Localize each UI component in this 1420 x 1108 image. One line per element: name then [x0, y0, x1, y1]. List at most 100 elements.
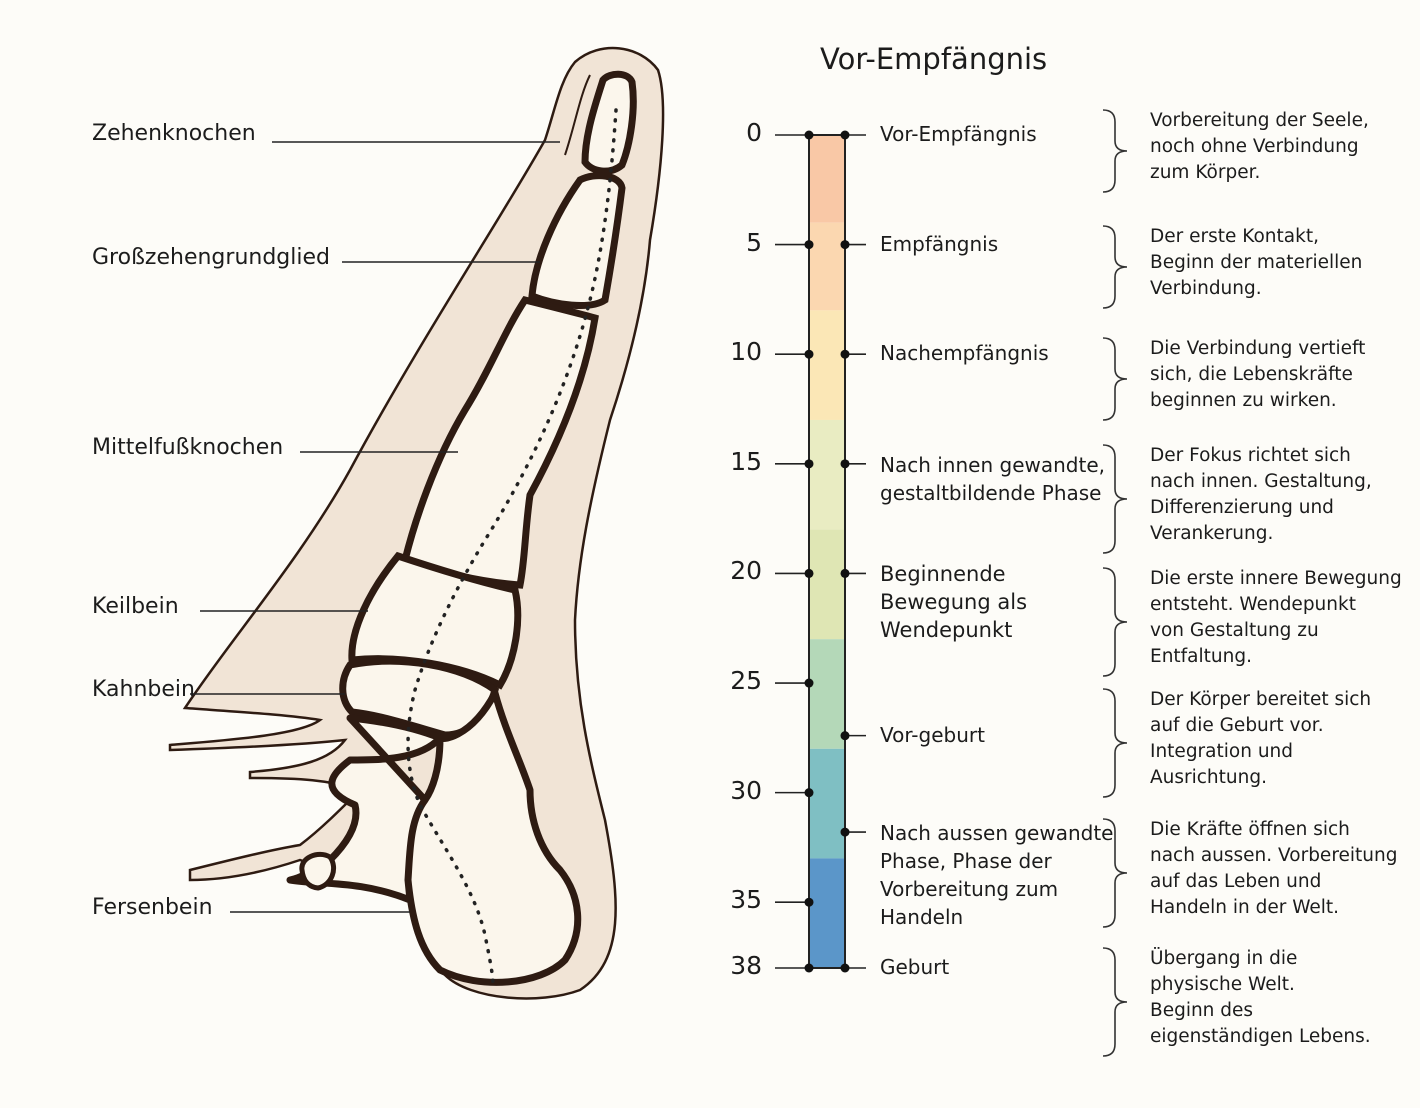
- phase-label-line: Nachempfängnis: [880, 341, 1049, 366]
- phase-description-line: Die Kräfte öffnen sich: [1150, 819, 1350, 840]
- bone-label-fersenbein: Fersenbein: [92, 895, 213, 920]
- scale-tick-dot-20: [804, 568, 814, 578]
- phase-label-line: Vor-geburt: [880, 722, 985, 747]
- color-band-2: [809, 310, 845, 420]
- cuneiform-bone: [348, 551, 522, 690]
- scale-number-35: 35: [730, 885, 762, 915]
- calcaneus-bone: [286, 689, 582, 986]
- phase-description-line: Beginn des: [1150, 1000, 1254, 1021]
- phase-label-line: Phase, Phase der: [880, 849, 1052, 874]
- description-brace-1: [1102, 225, 1128, 309]
- phase-description-line: nach innen. Gestaltung,: [1150, 471, 1372, 492]
- phase-label-line: Vorbereitung zum: [880, 877, 1059, 902]
- phase-description-line: physische Welt.: [1150, 974, 1295, 995]
- distal-phalanx: [581, 70, 637, 175]
- scale-tick-dot-38: [804, 963, 814, 973]
- phase-label-line: Geburt: [880, 955, 950, 979]
- phase-label-line: Nach aussen gewandte: [880, 821, 1114, 846]
- phase-dot-2: [840, 349, 850, 359]
- phase-dot-6: [840, 827, 850, 837]
- color-band-6: [809, 748, 845, 859]
- scale-tick-dot-0: [804, 130, 814, 140]
- phase-label-line: Beginnende: [880, 562, 1006, 587]
- sesamoid-bone: [299, 851, 336, 891]
- phase-description-line: von Gestaltung zu: [1150, 620, 1319, 641]
- phase-description-line: Die erste innere Bewegung: [1150, 568, 1402, 589]
- color-band-5: [809, 639, 845, 749]
- phase-description-6: Die Kräfte öffnen sich nach aussen. Vorbe…: [1150, 817, 1412, 921]
- scale-number-30: 30: [730, 775, 762, 805]
- phase-label-2: Nachempfängnis: [880, 339, 1049, 367]
- phase-description-line: eigenständigen Lebens.: [1150, 1026, 1371, 1047]
- toe-outline-line: [564, 74, 591, 156]
- phase-description-1: Der erste Kontakt, Beginn der materiellen…: [1150, 224, 1412, 302]
- phase-description-line: Die Verbindung vertieft: [1150, 338, 1366, 359]
- phase-label-7: Geburt: [880, 953, 949, 981]
- phase-description-line: Der Körper bereitet sich: [1150, 689, 1372, 710]
- phase-description-line: entsteht. Wendepunkt: [1150, 594, 1356, 615]
- phase-description-line: beginnen zu wirken.: [1150, 390, 1337, 411]
- scale-number-20: 20: [730, 556, 762, 586]
- phase-description-5: Der Körper bereitet sich auf die Geburt v…: [1150, 687, 1412, 791]
- phase-description-line: Verbindung.: [1150, 278, 1262, 299]
- metatarsal-bone: [400, 296, 599, 589]
- dotted-axis-line: [406, 108, 618, 987]
- phase-description-line: auf die Geburt vor.: [1150, 715, 1324, 736]
- phase-description-line: nach aussen. Vorbereitung: [1150, 845, 1398, 866]
- scale-tick-dot-30: [804, 788, 814, 798]
- phase-description-line: Der erste Kontakt,: [1150, 226, 1319, 247]
- phase-dot-1: [840, 240, 850, 250]
- scale-tick-dot-10: [804, 349, 814, 359]
- phase-label-line: Empfängnis: [880, 231, 999, 256]
- phase-dot-7: [840, 963, 850, 973]
- phase-label-0: Vor-Empfängnis: [880, 120, 1037, 148]
- scale-tick-dot-15: [804, 459, 814, 469]
- phase-label-line: Vor-Empfängnis: [880, 122, 1037, 146]
- phase-description-line: sich, die Lebenskräfte: [1150, 364, 1353, 385]
- phase-description-line: noch ohne Verbindung: [1150, 136, 1359, 157]
- phase-dot-0: [840, 130, 850, 140]
- description-brace-4: [1102, 567, 1128, 677]
- description-brace-2: [1102, 337, 1128, 421]
- description-brace-3: [1102, 444, 1128, 554]
- diagram-title: Vor-Empfängnis: [820, 42, 1048, 76]
- phase-label-3: Nach innen gewandte, gestaltbildende Phas…: [880, 451, 1105, 507]
- color-band-4: [809, 529, 845, 640]
- phase-description-line: Übergang in die: [1150, 948, 1298, 969]
- scale-number-10: 10: [730, 337, 762, 367]
- phase-label-1: Empfängnis: [880, 230, 998, 258]
- phase-description-line: Ausrichtung.: [1150, 767, 1267, 788]
- scale-tick-dot-25: [804, 678, 814, 688]
- scale-tick-dot-35: [804, 897, 814, 907]
- color-bar-outline: [808, 134, 846, 969]
- scale-tick-dot-5: [804, 240, 814, 250]
- phase-label-line: Wendepunkt: [880, 618, 1013, 643]
- color-band-1: [809, 222, 845, 311]
- phase-description-line: auf das Leben und: [1150, 871, 1322, 892]
- phase-dot-4: [840, 568, 850, 578]
- description-brace-7: [1102, 947, 1128, 1057]
- phase-description-3: Der Fokus richtet sich nach innen. Gestal…: [1150, 443, 1412, 547]
- phase-description-line: Handeln in der Welt.: [1150, 897, 1340, 918]
- phase-dot-3: [840, 459, 850, 469]
- phase-description-line: Der Fokus richtet sich: [1150, 445, 1351, 466]
- color-band-0: [809, 135, 845, 223]
- bone-label-grosszehengrundglied: Großzehengrundglied: [92, 245, 330, 270]
- scale-number-5: 5: [746, 227, 762, 257]
- description-brace-5: [1102, 688, 1128, 798]
- phase-label-line: Handeln: [880, 905, 964, 930]
- bone-label-keilbein: Keilbein: [92, 594, 179, 619]
- color-band-3: [809, 419, 845, 530]
- phase-label-5: Vor-geburt: [880, 721, 985, 749]
- bone-label-zehenknochen: Zehenknochen: [92, 121, 256, 146]
- proximal-phalanx: [528, 172, 626, 309]
- phase-label-line: Nach innen gewandte,: [880, 452, 1105, 477]
- phase-label-line: gestaltbildende Phase: [880, 480, 1102, 505]
- phase-description-line: Beginn der materiellen: [1150, 252, 1363, 273]
- description-brace-6: [1102, 818, 1128, 928]
- phase-description-line: Differenzierung und: [1150, 497, 1334, 518]
- phase-description-line: Vorbereitung der Seele,: [1150, 110, 1369, 131]
